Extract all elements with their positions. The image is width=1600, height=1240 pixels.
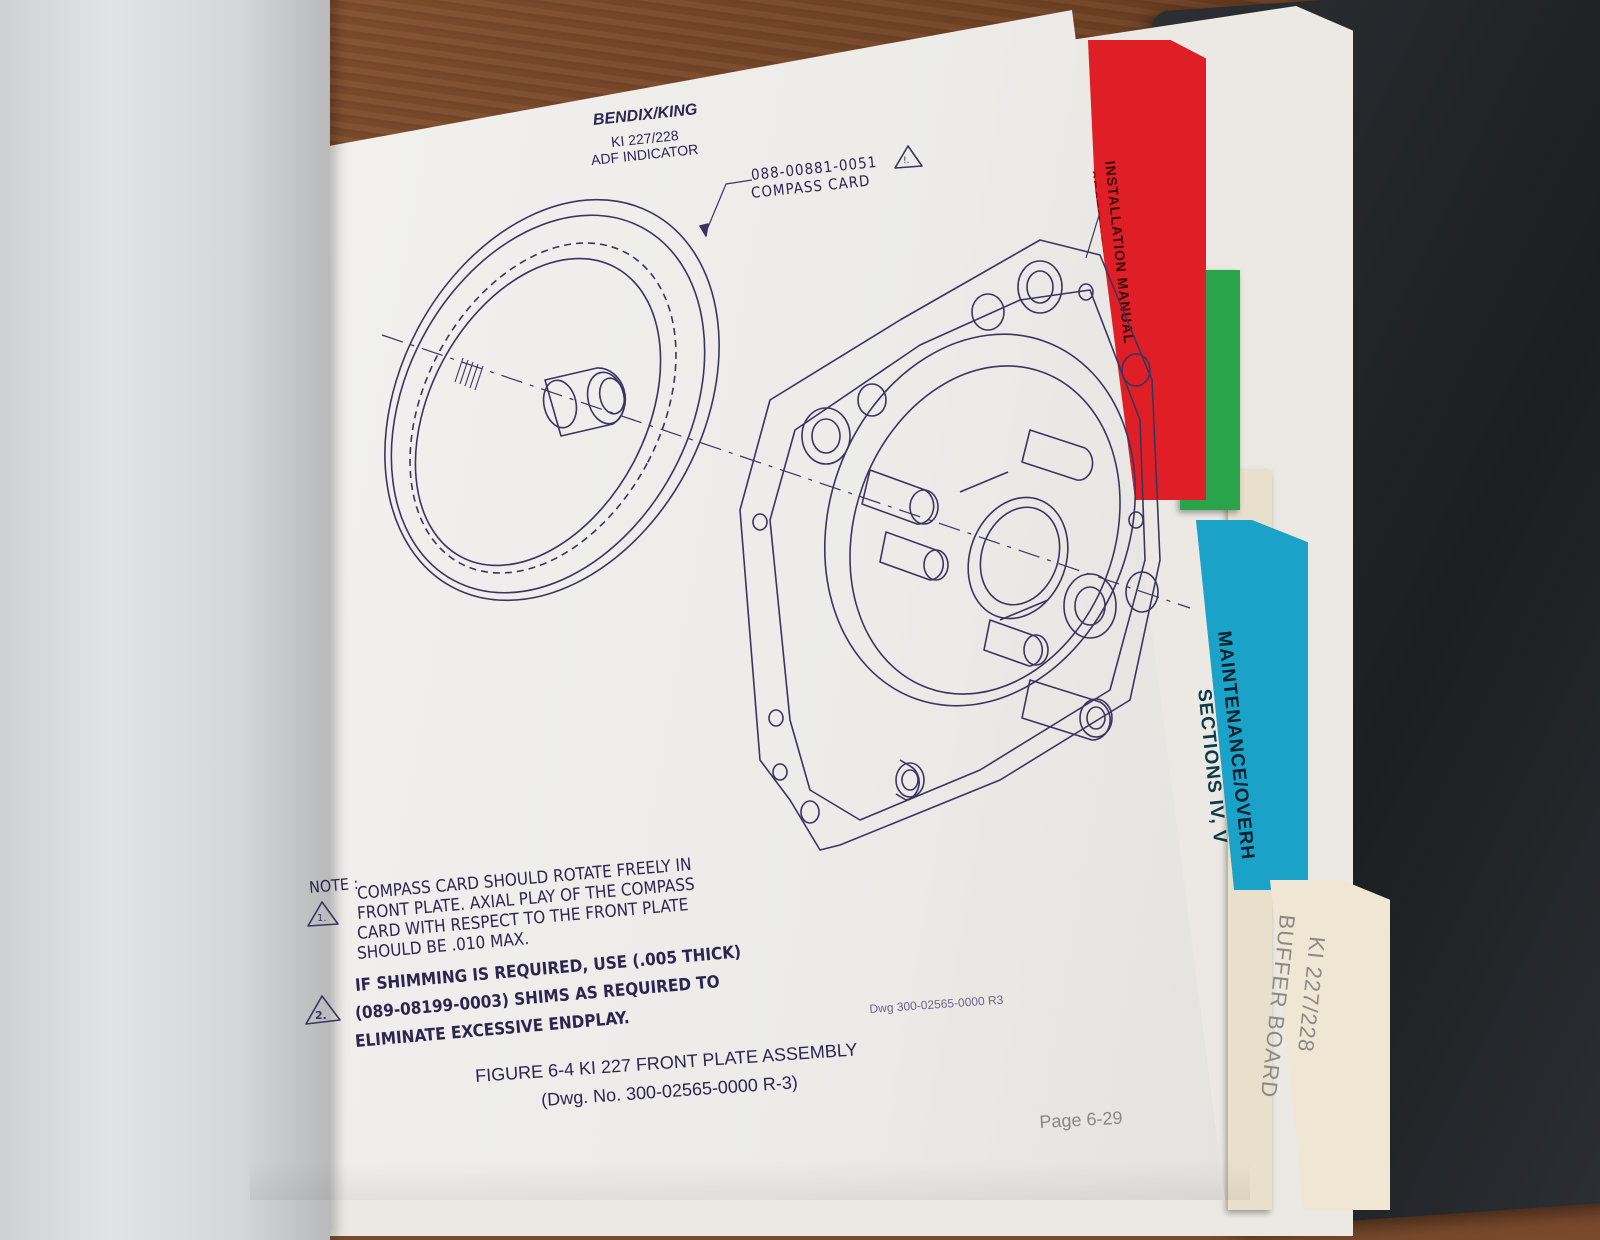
- compass-card-arrowhead: [699, 223, 709, 237]
- center-axis-line: [381, 334, 1191, 609]
- warning-triangle-callout: [894, 145, 923, 169]
- page-number: Page 6-29: [1038, 1107, 1123, 1133]
- compass-card-leader: [705, 179, 753, 233]
- note1-triangle: [307, 901, 339, 927]
- page-shadow: [250, 1160, 1250, 1200]
- note2-marker: 2.: [315, 1009, 327, 1022]
- left-facing-page: [0, 0, 330, 1240]
- manual-page: [250, 10, 1225, 1200]
- compass-card-shape: [384, 198, 720, 602]
- note2-triangle: [305, 995, 341, 1025]
- front-plate-shape: [739, 239, 1161, 851]
- callout-warning-marker: !.: [903, 156, 909, 166]
- front-plate-leader: [1085, 211, 1101, 259]
- front-plate-exploded-drawing: !. 1. 2.: [305, 145, 1191, 1025]
- note1-marker: 1.: [317, 913, 327, 924]
